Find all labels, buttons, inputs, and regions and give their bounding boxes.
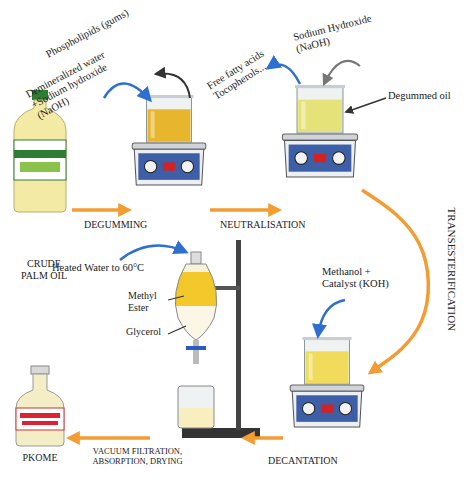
process-arrow [72, 208, 128, 212]
annotation-text: Demineralized water +Sodium hydroxide (N… [24, 34, 147, 122]
annotation-text: Methanol + Catalyst (KOH) [322, 266, 402, 290]
label-stripe [22, 421, 58, 425]
output-arrow [156, 74, 190, 99]
output-arrow [268, 64, 300, 84]
bottle-body [16, 374, 64, 446]
input-arrow [318, 300, 345, 336]
annotation-text: Free fatty acids Tocopherols... [205, 40, 286, 103]
process-station: Phospholipids (gums)Demineralized water … [128, 95, 210, 215]
magnetic-stirrer [282, 85, 357, 177]
process-arrow [210, 208, 278, 212]
step-label: DEGUMMING [84, 219, 156, 231]
funnel-stem [193, 340, 199, 364]
pkome-bottle [16, 366, 64, 446]
annotation-text: Glycerol [126, 326, 176, 338]
collecting-jar [178, 386, 214, 428]
process-station: Heated Water to 60°CMethyl EsterGlycerol [150, 240, 245, 445]
step-label: NEUTRALISATION [220, 219, 320, 231]
process-arrow [70, 436, 150, 440]
leader-line [168, 296, 184, 300]
annotation-text: PKOME [10, 452, 70, 464]
label-stripe [20, 413, 60, 418]
separatory-funnel [168, 240, 260, 438]
annotation-text: Sodium Hydroxide (NaOH) [292, 9, 390, 55]
step-label: TRANSESTERIFICATION [446, 169, 459, 369]
step-label: VACUUM FILTRATION, ABSORPTION, DRYING [80, 447, 195, 467]
bottle-label [14, 140, 66, 180]
process-arrow [245, 436, 283, 440]
annotation-text: Methyl Ester [128, 290, 172, 313]
magnetic-stirrer [132, 95, 206, 185]
funnel-neck [191, 252, 201, 264]
pointer-arrow [346, 98, 386, 112]
process-station: Methanol + Catalyst (KOH) [283, 335, 371, 445]
jar-liquid [179, 408, 213, 427]
annotation-text: Heated Water to 60°C [52, 262, 172, 274]
label-stripe [20, 162, 60, 172]
label-stripe [14, 150, 66, 158]
stopcock [186, 346, 206, 350]
magnetic-stirrer [290, 337, 364, 427]
stand-rod [236, 240, 241, 430]
input-arrow [104, 83, 150, 100]
input-arrow [324, 61, 360, 84]
process-station: PKOME [10, 365, 70, 445]
annotation-text: Degummed oil [388, 90, 468, 102]
leader-line [168, 326, 186, 334]
step-label: DECANTATION [268, 455, 363, 467]
bottle-cap [31, 366, 49, 374]
process-station: Sodium Hydroxide (NaOH)Free fatty acids … [278, 85, 362, 215]
bottle-label [16, 408, 64, 430]
input-arrow [120, 246, 186, 260]
